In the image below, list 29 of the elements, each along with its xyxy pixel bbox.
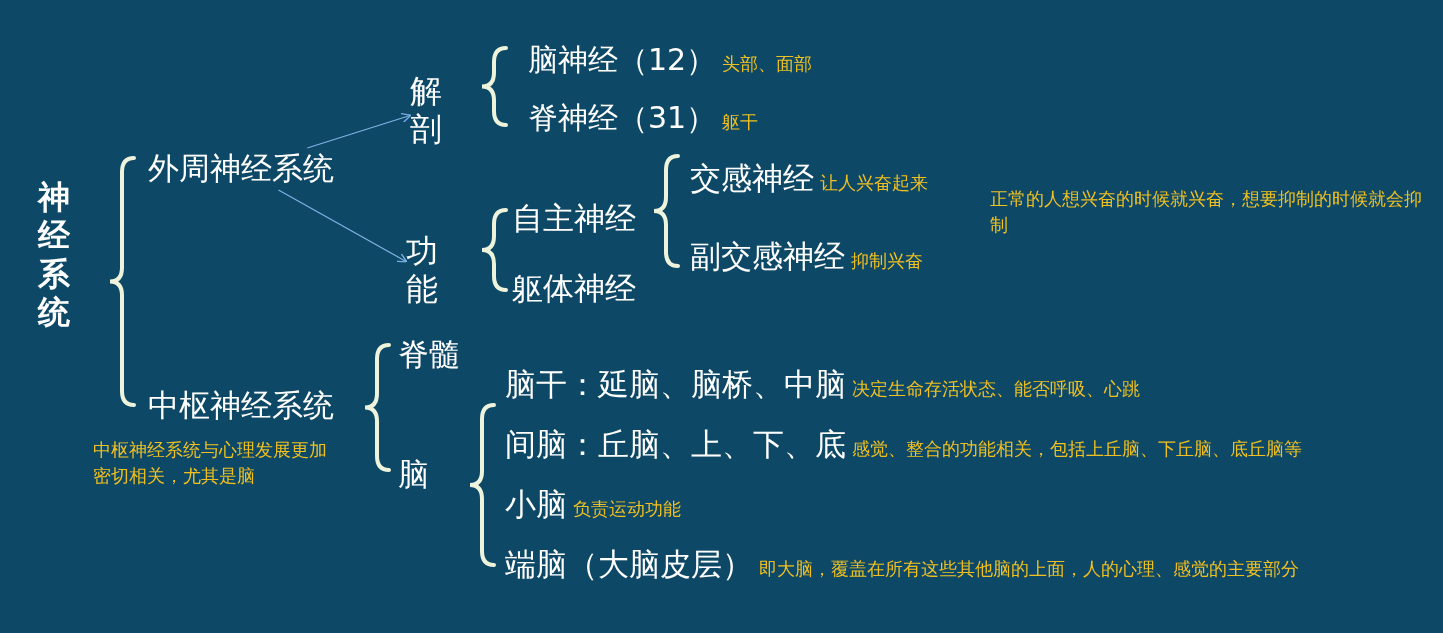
note-text: 感觉、整合的功能相关，包括上丘脑、下丘脑、底丘脑等 (852, 437, 1302, 461)
note-text: 让人兴奋起来 (820, 171, 928, 195)
node-text: 脊神经（31） (528, 99, 717, 137)
note-text: 中枢神经系统与心理发展更加密切相关，尤其是脑 (93, 438, 328, 488)
node-text: 中枢神经系统 (148, 386, 334, 425)
node-text: 神经系统 (38, 178, 70, 332)
node-text: 间脑：丘脑、上、下、底 (505, 425, 846, 464)
note-text: 决定生命存活状态、能否呼吸、心跳 (852, 377, 1140, 401)
node-text: 端脑（大脑皮层） (505, 545, 753, 584)
node-text: 解剖 (410, 72, 442, 149)
node-text: 脊髓 (398, 335, 460, 374)
note-text: 即大脑，覆盖在所有这些其他脑的上面，人的心理、感觉的主要部分 (759, 557, 1299, 581)
node-text: 功能 (406, 232, 438, 309)
node-text: 交感神经 (690, 159, 814, 198)
node-text: 脑干：延脑、脑桥、中脑 (505, 365, 846, 404)
note-text: 正常的人想兴奋的时候就兴奋，想要抑制的时候就会抑制 (990, 187, 1423, 237)
arrow (306, 112, 412, 149)
note-text: 头部、面部 (722, 52, 813, 76)
node-text: 脑神经（12） (528, 41, 717, 79)
node-text: 副交感神经 (690, 237, 845, 276)
node-text: 自主神经 (512, 199, 636, 238)
node-text: 小脑 (505, 485, 567, 524)
node-text: 躯体神经 (512, 269, 636, 308)
note-text: 躯干 (722, 110, 759, 134)
note-text: 抑制兴奋 (851, 249, 923, 273)
node-text: 外周神经系统 (148, 149, 334, 188)
node-text: 脑 (398, 455, 429, 494)
arrow (277, 189, 408, 263)
note-text: 负责运动功能 (573, 497, 681, 521)
